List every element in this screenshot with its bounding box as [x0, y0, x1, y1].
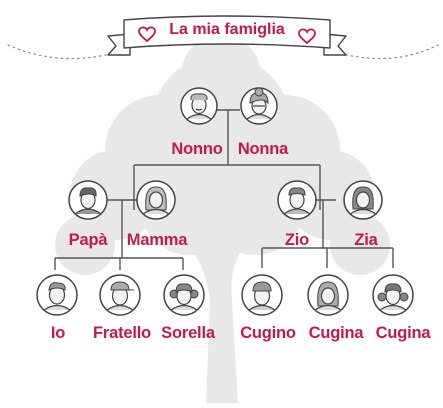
io-avatar: [36, 274, 78, 316]
sorella-avatar: [163, 274, 205, 316]
mamma-avatar: [136, 180, 176, 220]
label-zia: Zia: [354, 231, 378, 249]
cugina-avatar: [307, 274, 349, 316]
cugina-avatar: [372, 274, 414, 316]
label-zio: Zio: [284, 231, 310, 249]
label-io: Io: [50, 324, 66, 342]
left-garland: [7, 44, 119, 60]
label-nonno: Nonno: [171, 140, 223, 158]
fratello-avatar: [99, 274, 141, 316]
diagram-title: La mia famiglia: [169, 21, 285, 38]
label-cugina: Cugina: [308, 324, 364, 342]
cugino-avatar: [241, 274, 283, 316]
label-papa: Papà: [68, 231, 108, 249]
background-tree: [55, 35, 390, 403]
heart-icon: [298, 28, 316, 45]
papa-avatar: [68, 180, 108, 220]
zia-avatar: [343, 180, 383, 220]
heart-icon: [138, 26, 156, 43]
nonna-avatar: [240, 87, 278, 125]
label-cugina: Cugina: [375, 324, 431, 342]
right-garland: [334, 44, 439, 60]
label-fratello: Fratello: [93, 324, 151, 342]
label-cugino: Cugino: [240, 324, 296, 342]
label-sorella: Sorella: [161, 324, 215, 342]
zio-avatar: [277, 180, 317, 220]
label-mamma: Mamma: [126, 231, 188, 249]
nonno-avatar: [180, 87, 218, 125]
label-nonna: Nonna: [237, 140, 289, 158]
title-banner: [107, 15, 347, 56]
